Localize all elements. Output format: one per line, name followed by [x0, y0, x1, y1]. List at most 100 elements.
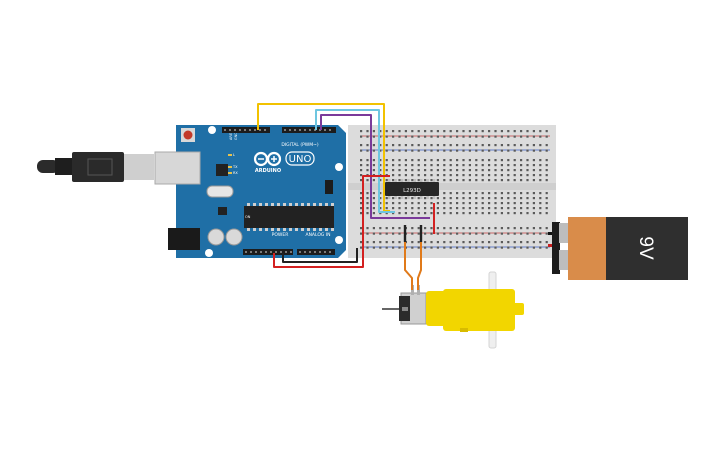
breadboard-hole[interactable]: [462, 202, 465, 205]
breadboard-hole[interactable]: [475, 207, 478, 210]
breadboard-hole[interactable]: [366, 149, 369, 152]
breadboard-hole[interactable]: [545, 227, 548, 230]
breadboard-hole[interactable]: [366, 227, 369, 230]
breadboard-hole[interactable]: [392, 179, 395, 182]
breadboard-hole[interactable]: [385, 135, 388, 138]
breadboard-hole[interactable]: [424, 246, 427, 249]
breadboard-hole[interactable]: [488, 144, 491, 147]
wire-black-gnd[interactable]: [282, 248, 358, 263]
breadboard-hole[interactable]: [475, 202, 478, 205]
breadboard-hole[interactable]: [366, 192, 369, 195]
breadboard-hole[interactable]: [507, 197, 510, 200]
breadboard-hole[interactable]: [385, 149, 388, 152]
breadboard-hole[interactable]: [462, 207, 465, 210]
breadboard-hole[interactable]: [526, 192, 529, 195]
breadboard-hole[interactable]: [430, 164, 433, 167]
breadboard-hole[interactable]: [462, 174, 465, 177]
breadboard-hole[interactable]: [417, 246, 420, 249]
breadboard-hole[interactable]: [520, 179, 523, 182]
breadboard-hole[interactable]: [372, 144, 375, 147]
breadboard-hole[interactable]: [379, 207, 382, 210]
breadboard-hole[interactable]: [507, 174, 510, 177]
breadboard-hole[interactable]: [430, 246, 433, 249]
breadboard-hole[interactable]: [475, 212, 478, 215]
breadboard-hole[interactable]: [366, 135, 369, 138]
breadboard-hole[interactable]: [520, 227, 523, 230]
breadboard-hole[interactable]: [372, 246, 375, 249]
breadboard-hole[interactable]: [430, 159, 433, 162]
breadboard-hole[interactable]: [456, 232, 459, 235]
breadboard-hole[interactable]: [430, 169, 433, 172]
breadboard-hole[interactable]: [520, 241, 523, 244]
breadboard-hole[interactable]: [481, 159, 484, 162]
breadboard-hole[interactable]: [366, 202, 369, 205]
breadboard-hole[interactable]: [424, 144, 427, 147]
breadboard-hole[interactable]: [379, 130, 382, 133]
breadboard-hole[interactable]: [526, 202, 529, 205]
breadboard-hole[interactable]: [443, 130, 446, 133]
breadboard-hole[interactable]: [449, 169, 452, 172]
breadboard-hole[interactable]: [545, 149, 548, 152]
breadboard-hole[interactable]: [404, 207, 407, 210]
breadboard-hole[interactable]: [468, 179, 471, 182]
breadboard-hole[interactable]: [488, 174, 491, 177]
breadboard-hole[interactable]: [449, 144, 452, 147]
breadboard-hole[interactable]: [449, 202, 452, 205]
breadboard-hole[interactable]: [443, 227, 446, 230]
header-pin[interactable]: [309, 251, 311, 253]
breadboard-hole[interactable]: [430, 174, 433, 177]
breadboard-hole[interactable]: [372, 179, 375, 182]
breadboard-hole[interactable]: [436, 232, 439, 235]
breadboard-hole[interactable]: [385, 197, 388, 200]
breadboard-hole[interactable]: [360, 164, 363, 167]
breadboard[interactable]: [348, 125, 556, 258]
breadboard-hole[interactable]: [475, 135, 478, 138]
breadboard-hole[interactable]: [513, 241, 516, 244]
breadboard-hole[interactable]: [526, 179, 529, 182]
breadboard-hole[interactable]: [398, 179, 401, 182]
breadboard-hole[interactable]: [417, 159, 420, 162]
breadboard-hole[interactable]: [520, 212, 523, 215]
breadboard-hole[interactable]: [545, 232, 548, 235]
breadboard-hole[interactable]: [398, 135, 401, 138]
breadboard-hole[interactable]: [360, 202, 363, 205]
breadboard-hole[interactable]: [507, 179, 510, 182]
breadboard-hole[interactable]: [379, 135, 382, 138]
wires[interactable]: [257, 103, 435, 290]
breadboard-hole[interactable]: [430, 130, 433, 133]
breadboard-hole[interactable]: [379, 197, 382, 200]
breadboard-hole[interactable]: [494, 130, 497, 133]
header-pin[interactable]: [234, 129, 236, 131]
breadboard-hole[interactable]: [481, 241, 484, 244]
breadboard-hole[interactable]: [475, 164, 478, 167]
breadboard-hole[interactable]: [520, 202, 523, 205]
breadboard-hole[interactable]: [411, 227, 414, 230]
breadboard-hole[interactable]: [385, 144, 388, 147]
breadboard-hole[interactable]: [417, 174, 420, 177]
breadboard-hole[interactable]: [449, 232, 452, 235]
breadboard-hole[interactable]: [507, 246, 510, 249]
breadboard-hole[interactable]: [475, 159, 478, 162]
breadboard-hole[interactable]: [468, 135, 471, 138]
breadboard-hole[interactable]: [488, 135, 491, 138]
breadboard-hole[interactable]: [513, 179, 516, 182]
breadboard-hole[interactable]: [488, 202, 491, 205]
breadboard-hole[interactable]: [456, 169, 459, 172]
breadboard-hole[interactable]: [494, 202, 497, 205]
breadboard-hole[interactable]: [526, 174, 529, 177]
header-pin[interactable]: [284, 129, 286, 131]
breadboard-hole[interactable]: [392, 174, 395, 177]
breadboard-hole[interactable]: [360, 212, 363, 215]
breadboard-hole[interactable]: [500, 144, 503, 147]
breadboard-hole[interactable]: [372, 130, 375, 133]
breadboard-hole[interactable]: [494, 227, 497, 230]
header-pin[interactable]: [260, 251, 262, 253]
arduino-board[interactable]: UNO ARDUINO DIGITAL (PWM~) POWER ANALOG …: [154, 125, 346, 258]
breadboard-hole[interactable]: [417, 241, 420, 244]
breadboard-hole[interactable]: [539, 144, 542, 147]
breadboard-hole[interactable]: [494, 212, 497, 215]
breadboard-hole[interactable]: [360, 246, 363, 249]
header-pin[interactable]: [299, 251, 301, 253]
breadboard-hole[interactable]: [436, 207, 439, 210]
breadboard-hole[interactable]: [449, 192, 452, 195]
